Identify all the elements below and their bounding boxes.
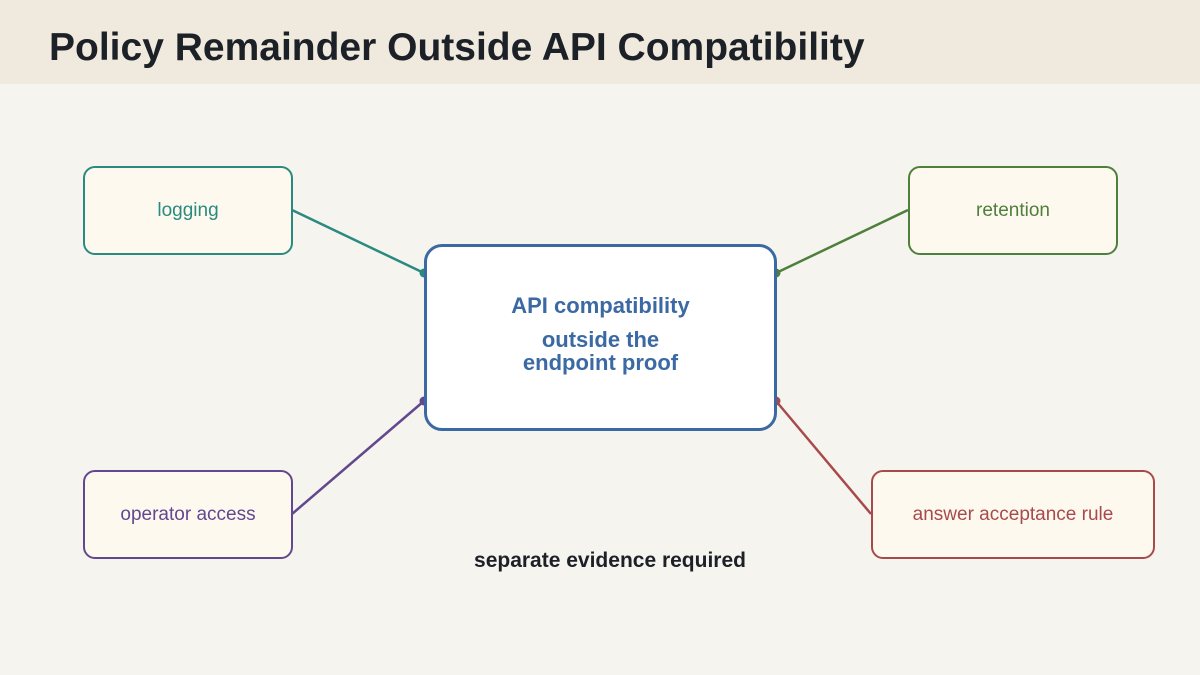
connector-logging bbox=[291, 208, 425, 275]
node-logging-label: logging bbox=[157, 199, 219, 221]
center-node: API compatibility outside the endpoint p… bbox=[424, 244, 777, 431]
center-node-subtitle-line1: outside the bbox=[541, 327, 660, 352]
header-band: Policy Remainder Outside API Compatibili… bbox=[0, 0, 1200, 84]
node-logging: logging bbox=[83, 166, 293, 255]
footer-note: separate evidence required bbox=[474, 549, 746, 572]
page-title: Policy Remainder Outside API Compatibili… bbox=[49, 26, 865, 69]
node-operator-access: operator access bbox=[83, 470, 293, 559]
node-answer-acceptance-rule: answer acceptance rule bbox=[871, 470, 1155, 559]
node-answer-acceptance-rule-label: answer acceptance rule bbox=[912, 503, 1114, 525]
connector-retention bbox=[775, 208, 909, 275]
node-retention-label: retention bbox=[976, 199, 1050, 221]
node-operator-access-label: operator access bbox=[120, 503, 256, 525]
center-node-title: API compatibility bbox=[511, 293, 690, 318]
connector-answer-acceptance-rule bbox=[775, 400, 872, 515]
node-retention: retention bbox=[908, 166, 1118, 255]
center-node-subtitle-line2: endpoint proof bbox=[522, 350, 679, 375]
connector-operator-access bbox=[291, 400, 425, 515]
